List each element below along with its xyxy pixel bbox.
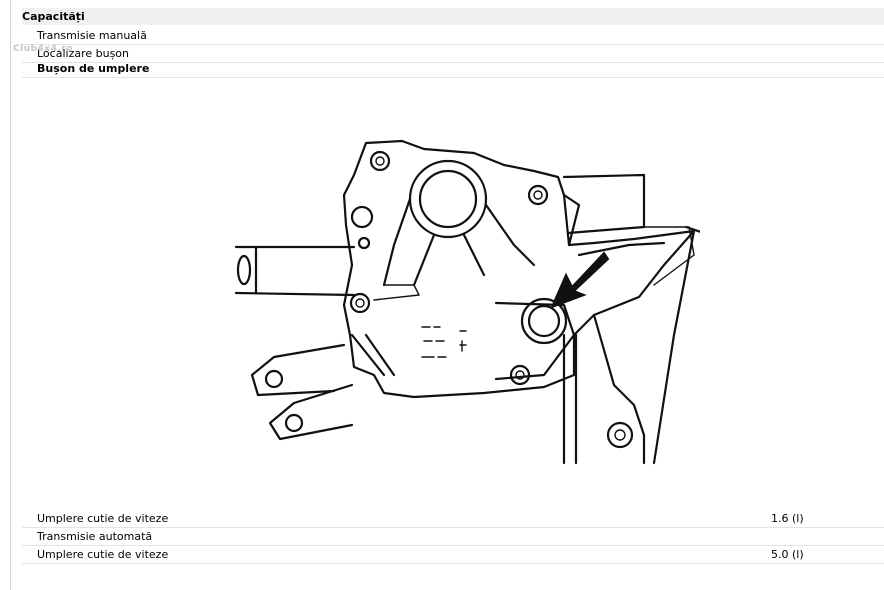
row-label: Transmisie manuală <box>37 29 147 42</box>
row-fill-plug: Bușon de umplere <box>22 60 884 78</box>
section-header: Capacități <box>22 8 884 25</box>
row-label: Umplere cutie de viteze <box>37 548 169 561</box>
row-label: Localizare bușon <box>37 47 130 60</box>
row-plug-location: Localizare bușon <box>22 45 884 63</box>
gearbox-illustration <box>234 135 706 465</box>
row-value: 5.0 (l) <box>771 548 804 561</box>
left-border <box>10 0 11 590</box>
row-label: Umplere cutie de viteze <box>37 512 169 525</box>
row-label: Bușon de umplere <box>37 62 150 75</box>
row-label: Transmisie automată <box>37 530 153 543</box>
table-row: Transmisie automată <box>22 528 884 546</box>
section-title: Capacități <box>22 10 85 23</box>
table-row: Umplere cutie de viteze 1.6 (l) <box>22 510 884 528</box>
row-value: 1.6 (l) <box>771 512 804 525</box>
row-manual-transmission: Transmisie manuală <box>22 27 884 45</box>
gearbox-drawing <box>234 139 706 465</box>
table-row: Umplere cutie de viteze 5.0 (l) <box>22 546 884 564</box>
